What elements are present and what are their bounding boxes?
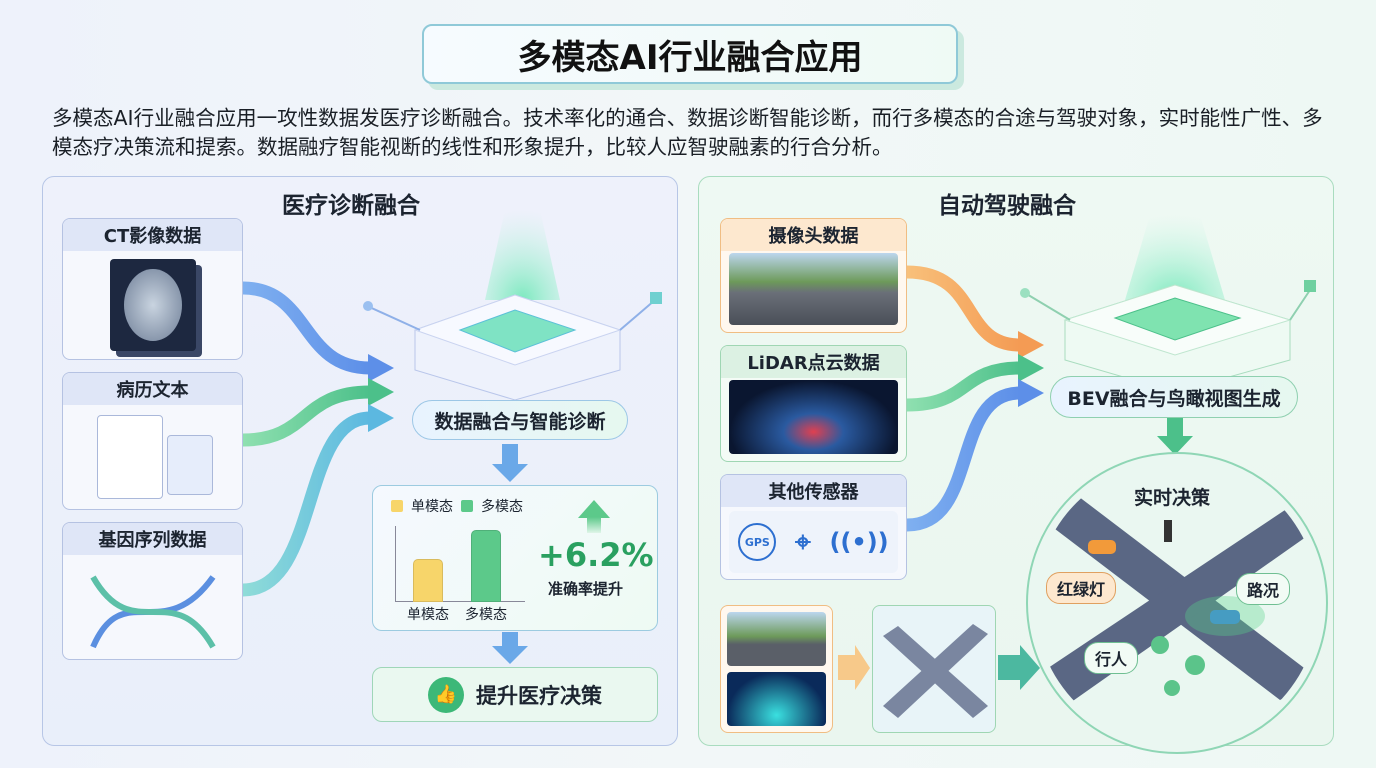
x-tick-multi: 多模态 xyxy=(465,607,507,623)
legend-multi: 多模态 xyxy=(481,499,523,515)
document-icon xyxy=(63,405,242,505)
fusion-images-card xyxy=(720,605,833,733)
thumbs-up-icon: 👍 xyxy=(428,676,464,713)
bar-single xyxy=(413,558,443,602)
input-card-gene: 基因序列数据 xyxy=(62,522,243,660)
card-label: 其他传感器 xyxy=(721,475,906,507)
road-camera-image xyxy=(729,253,898,325)
legend-single: 单模态 xyxy=(411,499,453,515)
accuracy-chart: 单模态 多模态 单模态 多模态 +6.2% 准确率提升 xyxy=(372,485,658,631)
label-road-condition: 路况 xyxy=(1236,573,1291,605)
page-title: 多模态AI行业融合应用 xyxy=(422,24,958,84)
arrow-lidar xyxy=(906,361,1021,412)
bar-multi xyxy=(471,530,501,602)
medical-hub-label: 数据融合与智能诊断 xyxy=(412,400,628,440)
input-card-sensors: 其他传感器 GPS ⌖ ((•)) xyxy=(720,474,907,580)
location-pin-icon: ⌖ xyxy=(795,525,811,558)
bev-map-card xyxy=(872,605,996,733)
traffic-light-icon xyxy=(1164,520,1172,542)
driving-hub-label: BEV融合与鸟瞰视图生成 xyxy=(1050,376,1298,418)
input-card-camera: 摄像头数据 xyxy=(720,218,907,333)
arrow-ct xyxy=(242,281,371,375)
driving-panel-title: 自动驾驶融合 xyxy=(938,193,1076,219)
lidar-thumb xyxy=(727,672,826,726)
medical-panel-title: 医疗诊断融合 xyxy=(282,193,420,219)
card-label: LiDAR点云数据 xyxy=(721,346,906,378)
signal-icon: ((•)) xyxy=(829,528,889,556)
accuracy-gain: +6.2% xyxy=(538,536,654,574)
lidar-point-cloud-image xyxy=(729,380,898,454)
arrow-camera xyxy=(906,265,1021,352)
improve-decision-label: 提升医疗决策 xyxy=(476,683,602,708)
car-orange xyxy=(1088,540,1116,554)
road-camera-thumb xyxy=(727,612,826,666)
decision-title: 实时决策 xyxy=(1134,487,1211,509)
label-pedestrian: 行人 xyxy=(1084,642,1139,674)
x-tick-single: 单模态 xyxy=(407,607,449,623)
arrow-text xyxy=(242,385,371,447)
input-card-records: 病历文本 xyxy=(62,372,243,510)
arrow-gene xyxy=(242,411,371,597)
dna-icon xyxy=(90,575,216,649)
chart-legend: 单模态 多模态 xyxy=(391,496,523,516)
card-label: 病历文本 xyxy=(63,373,242,405)
description: 多模态AI行业融合应用一攻性数据发医疗诊断融合。技术率化的通合、数据诊断智能诊断… xyxy=(52,106,1323,159)
card-label: 基因序列数据 xyxy=(63,523,242,555)
card-label: 摄像头数据 xyxy=(721,219,906,251)
gps-icon: GPS xyxy=(738,523,777,561)
accuracy-gain-label: 准确率提升 xyxy=(548,580,624,598)
improve-decision-button[interactable]: 👍 提升医疗决策 xyxy=(372,667,658,722)
car-blue xyxy=(1210,610,1240,624)
ct-scan-image xyxy=(109,259,196,351)
input-card-lidar: LiDAR点云数据 xyxy=(720,345,907,462)
chart-axes xyxy=(395,526,525,602)
card-label: CT影像数据 xyxy=(63,219,242,251)
arrow-up-icon xyxy=(578,500,610,518)
label-traffic-light: 红绿灯 xyxy=(1046,572,1117,604)
arrow-sensors xyxy=(906,386,1021,532)
bev-intersection-image xyxy=(883,624,988,718)
legend-swatch-single xyxy=(391,500,403,512)
input-card-ct: CT影像数据 xyxy=(62,218,243,360)
legend-swatch-multi xyxy=(461,500,473,512)
